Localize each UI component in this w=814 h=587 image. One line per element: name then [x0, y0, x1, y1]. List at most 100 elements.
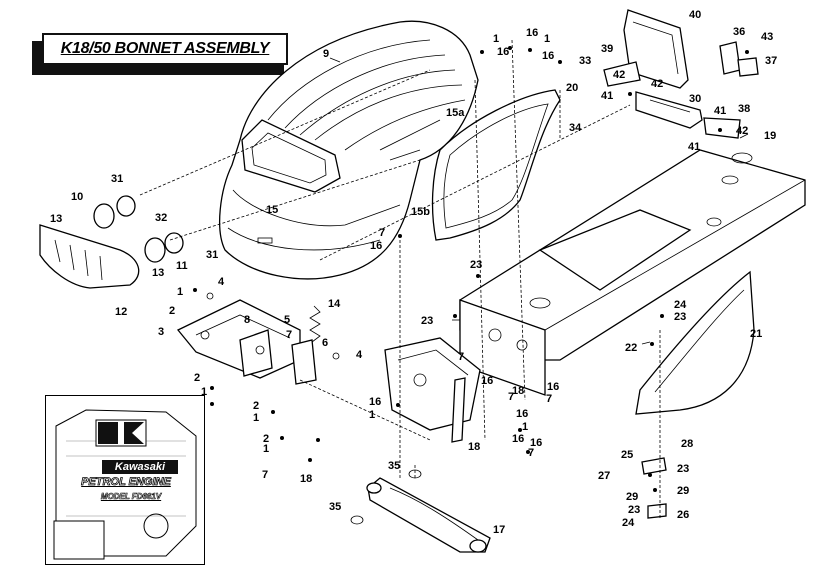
label-31b: 31	[206, 249, 218, 261]
label-16d: 16	[370, 240, 382, 252]
label-18a: 18	[300, 473, 312, 485]
label-11: 11	[176, 260, 188, 272]
label-4b: 4	[356, 349, 363, 361]
label-1b: 1	[544, 33, 550, 45]
headlight-right	[144, 232, 184, 263]
label-28: 28	[681, 438, 693, 450]
label-7c: 7	[262, 469, 268, 481]
label-20: 20	[566, 82, 578, 94]
label-7g: 7	[528, 447, 534, 459]
dash-bracket-40	[623, 9, 689, 89]
engine-outline-icon	[53, 409, 197, 560]
side-skirt-right	[635, 270, 755, 415]
bracket-25	[641, 457, 667, 475]
grille-part	[39, 224, 140, 289]
label-12: 12	[115, 306, 127, 318]
label-35a: 35	[388, 460, 400, 472]
front-axle-bracket	[176, 299, 301, 379]
label-15b: 15b	[411, 206, 430, 218]
leader-lines	[139, 39, 749, 520]
label-43: 43	[761, 31, 773, 43]
label-42b: 42	[651, 78, 663, 90]
label-29a: 29	[626, 491, 638, 503]
label-23e: 23	[628, 504, 640, 516]
label-17: 17	[493, 524, 505, 536]
bracket-36	[719, 41, 741, 75]
label-7e: 7	[508, 391, 514, 403]
label-16b: 16	[526, 27, 538, 39]
label-23c: 23	[674, 311, 686, 323]
label-2b: 2	[194, 372, 200, 384]
fasteners	[193, 46, 749, 525]
label-41a: 41	[601, 90, 613, 102]
label-16h: 16	[516, 408, 528, 420]
label-37: 37	[765, 55, 777, 67]
label-5: 5	[284, 314, 290, 326]
label-23b: 23	[421, 315, 433, 327]
logo-model-text: MODEL FD661V	[100, 492, 162, 502]
engine-logo-panel: Kawasaki PETROL ENGINE MODEL FD661V	[45, 395, 205, 565]
label-42c: 42	[736, 125, 748, 137]
label-38: 38	[738, 103, 750, 115]
bracket-37	[737, 57, 759, 77]
label-24b: 24	[622, 517, 635, 529]
label-2a: 2	[169, 305, 175, 317]
label-4a: 4	[218, 276, 225, 288]
label-1f: 1	[263, 443, 269, 455]
label-7b: 7	[286, 329, 292, 341]
label-7d: 7	[458, 351, 464, 363]
bracket-6	[291, 339, 317, 385]
label-41b: 41	[714, 105, 726, 117]
label-15a: 15a	[446, 107, 465, 119]
label-42a: 42	[613, 69, 625, 81]
label-16c: 16	[542, 50, 554, 62]
label-16f: 16	[547, 381, 559, 393]
bracket-26	[647, 503, 667, 519]
label-2c: 2	[253, 400, 259, 412]
label-19: 19	[764, 130, 776, 142]
label-1c: 1	[177, 286, 183, 298]
chassis-frame	[459, 149, 806, 396]
label-7f: 7	[546, 393, 552, 405]
label-13b: 13	[152, 267, 164, 279]
label-34: 34	[569, 122, 582, 134]
label-10: 10	[71, 191, 83, 203]
bracket-39	[603, 61, 641, 87]
label-6: 6	[322, 337, 328, 349]
label-31a: 31	[111, 173, 123, 185]
label-21: 21	[750, 328, 762, 340]
label-23a: 23	[470, 259, 482, 271]
label-7a: 7	[379, 227, 385, 239]
label-1d: 1	[201, 386, 207, 398]
label-40: 40	[689, 9, 701, 21]
lower-beam	[366, 477, 491, 553]
logo-brand: Kawasaki	[102, 460, 178, 474]
label-8: 8	[244, 314, 250, 326]
title-box: K18/50 BONNET ASSEMBLY	[42, 33, 288, 65]
part-labels: 9 15a 15 15b 31 10 32 13 13 11 31 12 1 1…	[50, 9, 777, 536]
label-13a: 13	[50, 213, 62, 225]
label-27: 27	[598, 470, 610, 482]
logo-engine-text: PETROL ENGINE	[81, 476, 171, 489]
bonnet-part	[219, 20, 479, 280]
label-35b: 35	[329, 501, 341, 513]
bracket-30	[635, 91, 703, 129]
label-29b: 29	[677, 485, 689, 497]
label-2d: 2	[263, 433, 269, 445]
label-30: 30	[689, 93, 701, 105]
headlight-left	[93, 195, 136, 229]
label-14: 14	[328, 298, 341, 310]
bracket-38	[703, 117, 741, 139]
label-22: 22	[625, 342, 637, 354]
spring-14	[309, 305, 321, 343]
label-9: 9	[323, 48, 329, 60]
label-16e: 16	[481, 375, 493, 387]
label-16g: 16	[369, 396, 381, 408]
label-16a: 16	[497, 46, 509, 58]
label-1g: 1	[369, 409, 375, 421]
label-16i: 16	[530, 437, 542, 449]
label-41c: 41	[688, 141, 700, 153]
label-16j: 16	[512, 433, 524, 445]
label-25: 25	[621, 449, 633, 461]
